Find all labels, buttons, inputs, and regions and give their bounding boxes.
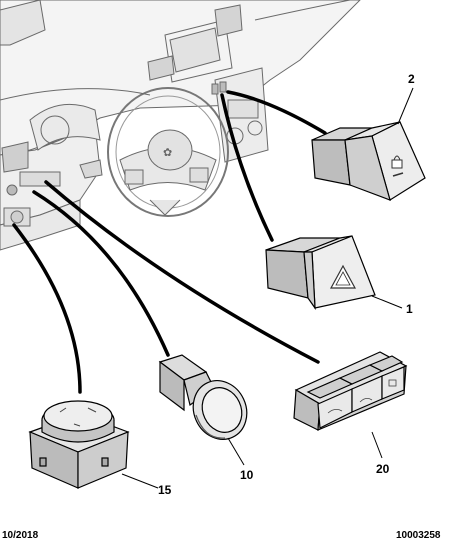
callout-15: 15 [158,483,172,497]
callout-tick-1 [371,295,403,309]
leader-line-15 [12,223,82,394]
callout-tick-2 [397,87,414,125]
callout-20: 20 [376,462,390,476]
part-15-rotary-knob [28,400,130,489]
leader-line-10 [32,190,170,357]
part-1-hazard-switch [265,235,376,311]
leader-line-1 [220,93,274,242]
leader-line-20 [44,180,320,364]
part-2-lock-switch [311,121,426,201]
callout-tick-15 [121,473,159,489]
svg-text:✿: ✿ [163,146,172,159]
rotary-knob-icon [41,400,115,443]
hazard-triangle-icon [329,264,357,289]
footer-reference: 10003258 [396,530,441,541]
push-button-icon [327,379,397,414]
callout-2: 2 [408,72,415,86]
callout-ticks [121,87,414,489]
leader-lines [12,90,327,394]
part-10-push-button [158,354,248,440]
footer-date: 10/2018 [2,530,39,541]
callout-tick-20 [371,431,383,459]
leader-line-2 [226,90,327,135]
callout-10: 10 [240,468,254,482]
dashboard-illustration: ✿ [0,0,361,251]
callout-1: 1 [406,302,413,316]
part-20-switch-block [293,351,408,431]
callout-tick-10 [227,437,245,466]
padlock-icon [391,155,404,177]
